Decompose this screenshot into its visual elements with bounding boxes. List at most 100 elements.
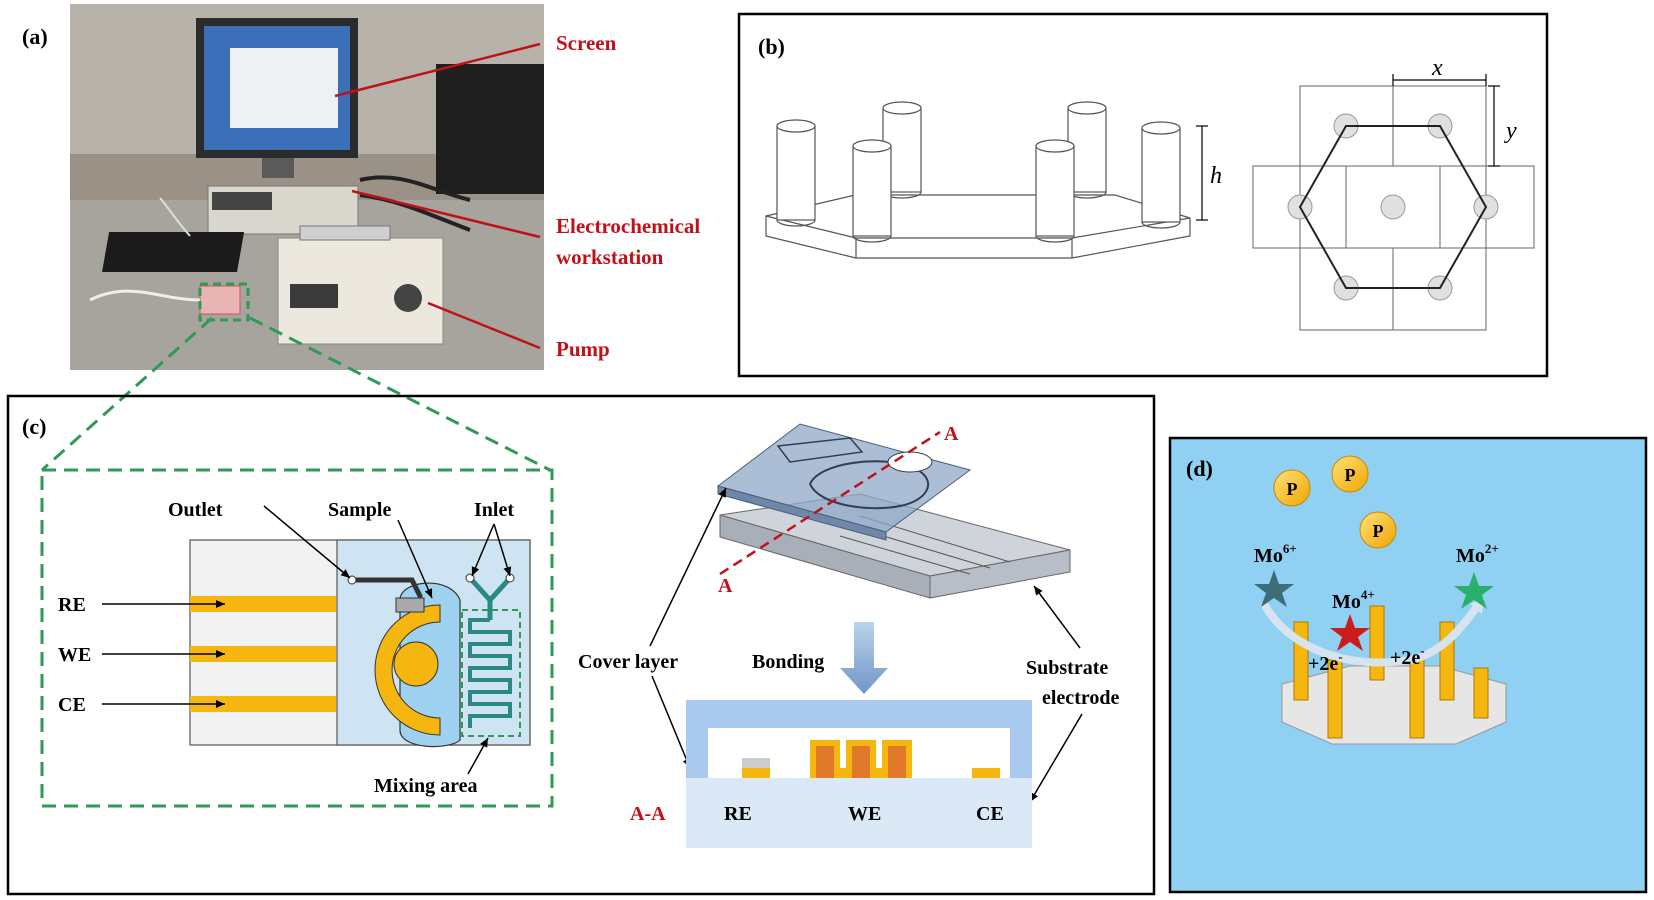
- pump-pointer-line: [427, 301, 541, 350]
- section-we-pillar-1: [816, 746, 834, 778]
- monitor-stand: [262, 158, 294, 178]
- phosphate-ion-1: P: [1273, 469, 1311, 507]
- outlet-label: Outlet: [168, 499, 223, 521]
- inlet-channels: [468, 576, 512, 620]
- section-we-label: WE: [848, 803, 881, 825]
- chip-layout: [189, 539, 531, 748]
- phosphate-label-3: P: [1373, 521, 1384, 541]
- section-aa-label: A-A: [630, 803, 666, 825]
- electrode-pillar-4: [1409, 659, 1425, 739]
- section-label-top: A: [944, 423, 959, 445]
- tubing-2: [159, 197, 191, 237]
- inlet-arrow-1: [471, 523, 495, 577]
- chip-highlight-box: [198, 282, 250, 322]
- workstation-pointer-line: [351, 189, 541, 239]
- mo2-star: [1454, 572, 1494, 609]
- lab-setup-photo: [70, 4, 544, 370]
- re-pad: [395, 597, 425, 613]
- panel-d-frame: [1168, 436, 1648, 894]
- reaction-arrow: [1260, 601, 1480, 667]
- substrate-arrow-down: [1029, 713, 1083, 803]
- substrate-label-line2: electrode: [1042, 687, 1119, 709]
- electrode-line-3: [839, 535, 971, 575]
- top-view-hexagon: [1298, 125, 1488, 289]
- re-electrode-lead: [190, 596, 336, 612]
- cross-section: [686, 700, 1032, 848]
- workstation-label-line2: workstation: [556, 245, 664, 269]
- phosphate-ion-3: P: [1359, 511, 1397, 549]
- section-ce-label: CE: [976, 803, 1004, 825]
- workstation-panel: [212, 192, 272, 210]
- re-label: RE: [58, 594, 86, 616]
- panel-c-tag: (c): [22, 414, 46, 439]
- section-substrate: [686, 778, 1032, 848]
- section-label-bottom: A: [718, 575, 733, 597]
- x-dimension-label: x: [1431, 55, 1443, 81]
- ce-electrode-lead: [190, 696, 336, 712]
- ce-label: CE: [58, 694, 86, 716]
- pillar-5: [1035, 139, 1075, 243]
- section-re-coating: [742, 758, 770, 768]
- mixing-area-label: Mixing area: [374, 775, 478, 797]
- substrate-label-line1: Substrate: [1026, 657, 1108, 679]
- section-re-label: RE: [724, 803, 752, 825]
- screen-pointer-line: [334, 42, 541, 98]
- panel-a-tag: (a): [22, 24, 48, 49]
- we-electrode-lead: [190, 646, 336, 662]
- software-window: [230, 48, 338, 128]
- cover-chamber-window: [887, 451, 933, 473]
- bonding-arrow: [840, 622, 888, 694]
- section-cover: [686, 700, 1032, 778]
- electron-label-right: +2e-: [1390, 643, 1425, 669]
- y-dimension-label: y: [1504, 118, 1517, 144]
- electrode-hexagon-base: [1281, 665, 1507, 745]
- phosphate-label-1: P: [1287, 479, 1298, 499]
- panel-d: (d) P P P Mo6+: [1168, 436, 1648, 894]
- sample-label: Sample: [328, 499, 391, 521]
- phosphate-ion-2: P: [1331, 455, 1369, 493]
- exploded-assembly: [716, 423, 1071, 599]
- mo4-label: Mo4+: [1332, 587, 1375, 613]
- section-we-pillar-3: [888, 746, 906, 778]
- substrate-plate-side: [929, 549, 1071, 599]
- outlet-channel: [349, 577, 423, 599]
- we-disc-electrode: [393, 641, 439, 687]
- pillar-3: [852, 139, 892, 243]
- electron-label-left: +2e-: [1308, 649, 1343, 675]
- electrode-pillar-3: [1369, 605, 1385, 681]
- electrode-pillar-6: [1473, 667, 1489, 719]
- zoom-guide-left: [41, 316, 213, 472]
- cover-serpentine-features: [776, 437, 864, 463]
- second-monitor: [436, 64, 544, 194]
- tubing: [89, 289, 201, 302]
- panel-a: (a): [22, 4, 700, 370]
- serpentine-mixer: [468, 618, 512, 728]
- section-line-aa: [719, 430, 941, 576]
- pump-label: Pump: [556, 337, 610, 361]
- bonding-label: Bonding: [752, 651, 824, 673]
- section-we-pillar-2: [852, 746, 870, 778]
- we-arc-electrode: [374, 604, 441, 736]
- keyboard: [102, 232, 245, 272]
- pump-knob: [394, 284, 422, 312]
- hexagon-base-top-edge: [765, 215, 1191, 239]
- h-dimension-label: h: [1210, 163, 1222, 189]
- mixing-area-box: [461, 609, 521, 737]
- pump-display: [290, 284, 338, 308]
- inlet-arrow-2: [493, 523, 512, 577]
- mo6-star: [1254, 570, 1294, 607]
- screen-label: Screen: [556, 31, 617, 55]
- workstation-label-line1: Electrochemical: [556, 214, 700, 238]
- pillar-1: [776, 119, 816, 227]
- mo2-label: Mo2+: [1456, 541, 1499, 567]
- electrode-pillar-1: [1293, 621, 1309, 701]
- section-ce-electrode: [972, 768, 1000, 778]
- panel-b: (b) h: [737, 12, 1549, 378]
- outlet-arrow: [263, 505, 351, 579]
- chip-on-bench: [199, 285, 241, 315]
- mo6-label: Mo6+: [1254, 541, 1297, 567]
- sample-arrow: [397, 519, 433, 599]
- substrate-arrow-up: [1033, 585, 1081, 649]
- panel-c: (c) Outlet Sam: [6, 394, 1156, 896]
- mo4-star: [1330, 614, 1370, 651]
